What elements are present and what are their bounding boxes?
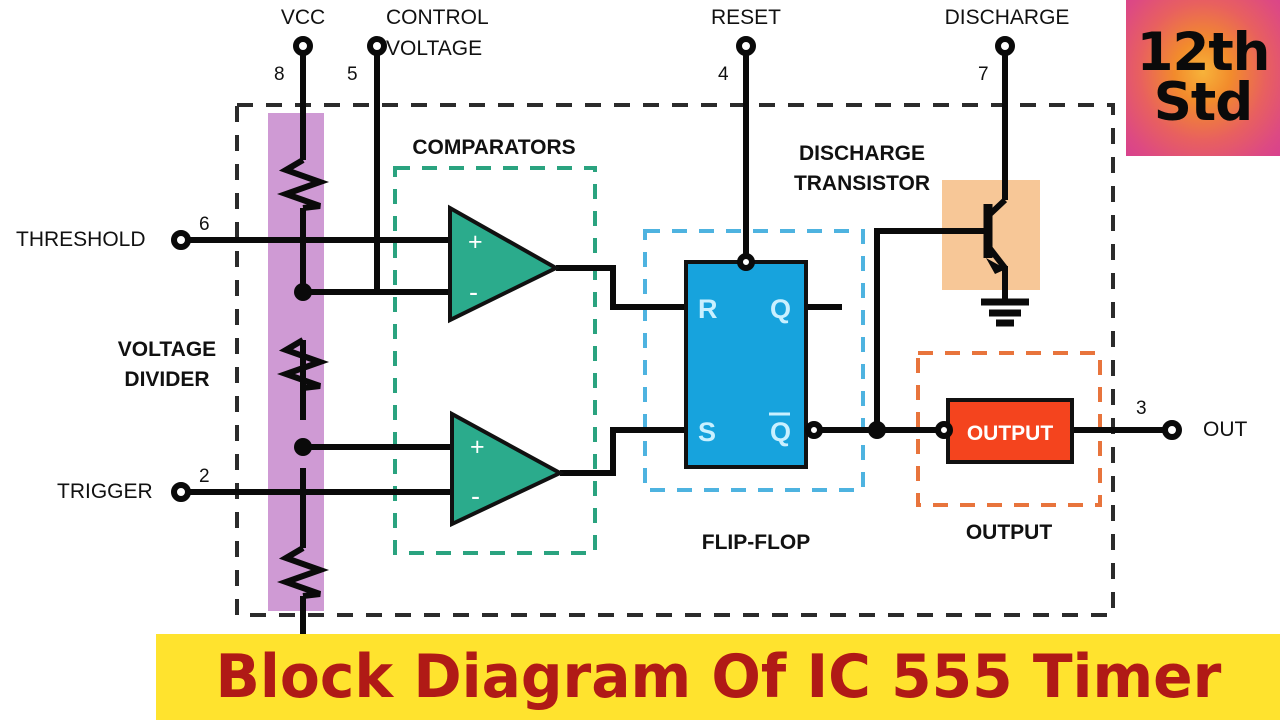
pin-number-3: 3: [1136, 398, 1147, 419]
junction-divider-lower: [294, 438, 312, 456]
terminal-reset[interactable]: [736, 36, 756, 56]
terminal-qbar-node: [805, 421, 823, 439]
terminal-discharge[interactable]: [995, 36, 1015, 56]
comparator-bottom-plus: +: [470, 433, 485, 461]
pin-label-voltage: VOLTAGE: [386, 37, 483, 60]
flipflop-label-r: R: [698, 294, 718, 324]
pin-label-threshold: THRESHOLD: [16, 228, 146, 251]
terminal-vcc[interactable]: [293, 36, 313, 56]
resistor-r1: [276, 157, 330, 211]
wire-comp-top-out: [556, 265, 688, 310]
terminal-control-voltage[interactable]: [367, 36, 387, 56]
section-label-discharge-transistor-2: TRANSISTOR: [793, 172, 931, 195]
terminal-output-in: [935, 421, 953, 439]
title-banner: Block Diagram Of IC 555 Timer: [156, 634, 1280, 720]
pin-number-8: 8: [274, 64, 285, 85]
section-label-discharge-transistor-1: DISCHARGE: [798, 142, 926, 165]
output-block-label: OUTPUT: [967, 422, 1054, 445]
flipflop-label-qbar: Q: [770, 417, 791, 447]
pin-label-trigger: TRIGGER: [57, 480, 153, 503]
pin-label-control: CONTROL: [386, 6, 489, 29]
ic-boundary-dashed: [235, 103, 1115, 617]
section-label-output: OUTPUT: [965, 521, 1053, 544]
pin-number-7: 7: [978, 64, 989, 85]
badge-line-1: 12th: [1136, 22, 1271, 84]
pin-label-reset: RESET: [710, 6, 782, 29]
junction-qbar-branch: [868, 421, 886, 439]
comparator-top-minus: -: [469, 277, 478, 307]
section-label-comparators: COMPARATORS: [412, 136, 576, 159]
resistor-r2: [276, 337, 330, 420]
ground-symbol: [981, 298, 1029, 327]
flipflop-label-s: S: [698, 417, 716, 447]
section-label-divider: DIVIDER: [124, 368, 210, 391]
pin-number-6: 6: [199, 214, 210, 235]
output-block[interactable]: [946, 398, 1074, 464]
comparator-top-triangle: [448, 204, 561, 324]
section-label-flipflop: FLIP-FLOP: [701, 531, 811, 554]
junction-divider-upper: [294, 283, 312, 301]
pin-number-2: 2: [199, 466, 210, 487]
comparator-bottom-minus: -: [471, 481, 480, 511]
npn-transistor: [983, 197, 1008, 300]
pin-label-out: OUT: [1203, 418, 1248, 441]
terminal-reset-flipflop: [737, 253, 755, 271]
comparators-dashed-box: [393, 166, 597, 555]
wire-qbar-to-base: [874, 228, 988, 430]
resistor-r3: [276, 545, 330, 599]
comparator-top-plus: +: [468, 228, 483, 256]
flipflop-dashed-box: [643, 229, 865, 492]
section-label-voltage: VOLTAGE: [117, 338, 217, 361]
pin-label-vcc: VCC: [280, 6, 326, 29]
pin-label-discharge: DISCHARGE: [944, 6, 1070, 29]
flipflop-label-q: Q: [770, 294, 791, 324]
pin-number-4: 4: [718, 64, 729, 85]
terminal-trigger[interactable]: [171, 482, 191, 502]
comparator-bottom-triangle: [450, 410, 565, 528]
terminal-out[interactable]: [1162, 420, 1182, 440]
badge-line-2: Std: [1153, 72, 1253, 133]
terminal-threshold[interactable]: [171, 230, 191, 250]
banner-title: Block Diagram Of IC 555 Timer: [215, 642, 1221, 712]
wire-comp-bot-out: [560, 427, 688, 476]
grade-badge: 12th Std: [1126, 0, 1280, 156]
pin-number-5: 5: [347, 64, 358, 85]
